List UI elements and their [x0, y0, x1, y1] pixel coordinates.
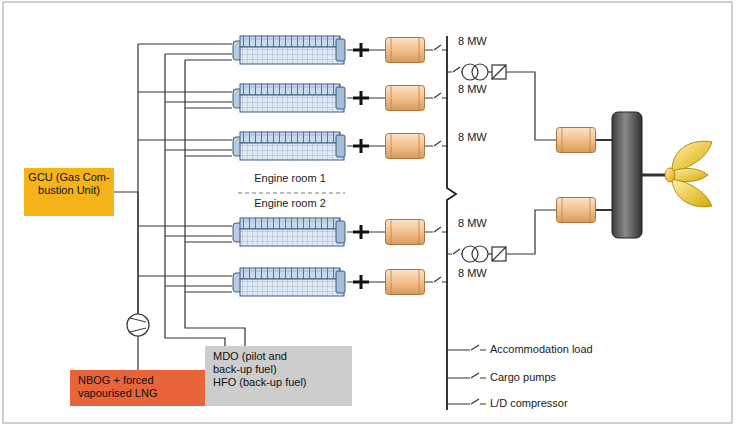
propulsion-feeds: [447, 64, 556, 262]
generator-breakers: [347, 45, 447, 282]
load-label: Cargo pumps: [490, 371, 556, 384]
power-rating: 8 MW: [458, 217, 487, 230]
load-label: Accommodation load: [490, 343, 593, 356]
power-rating: 8 MW: [458, 131, 487, 144]
generators: [386, 38, 425, 295]
load-feeders: [447, 345, 486, 404]
compressor-symbol: [127, 314, 149, 336]
gearbox: [612, 112, 642, 238]
node-text: GCU (Gas Com- bustion Unit): [28, 171, 110, 197]
motor-shafts: [596, 140, 612, 210]
room-label: Engine room 2: [254, 197, 326, 210]
power-rating: 8 MW: [458, 83, 487, 96]
propeller-shaft: [642, 174, 668, 177]
engine-room-divider: [238, 193, 345, 194]
gcu-box: GCU (Gas Com- bustion Unit): [24, 168, 114, 216]
frame: [3, 2, 732, 423]
room-label: Engine room 1: [254, 172, 326, 185]
fuel-gas-pipe: [114, 192, 138, 370]
fuel-source-box: NBOG + forced vapourised LNG: [70, 370, 205, 406]
power-rating: 8 MW: [458, 35, 487, 48]
propeller: [665, 141, 712, 207]
node-text: NBOG + forced vapourised LNG: [78, 374, 178, 400]
load-label: L/D compressor: [490, 397, 568, 410]
fuel-box: MDO (pilot and back-up fuel)HFO (back-up…: [205, 346, 352, 406]
couplings: [353, 43, 369, 289]
node-text: MDO (pilot and back-up fuel): [213, 350, 313, 376]
busbar: [447, 36, 456, 410]
node-text: HFO (back-up fuel): [213, 376, 344, 389]
engines: [233, 36, 345, 296]
power-rating: 8 MW: [458, 267, 487, 280]
propulsion-motors: [557, 128, 596, 223]
